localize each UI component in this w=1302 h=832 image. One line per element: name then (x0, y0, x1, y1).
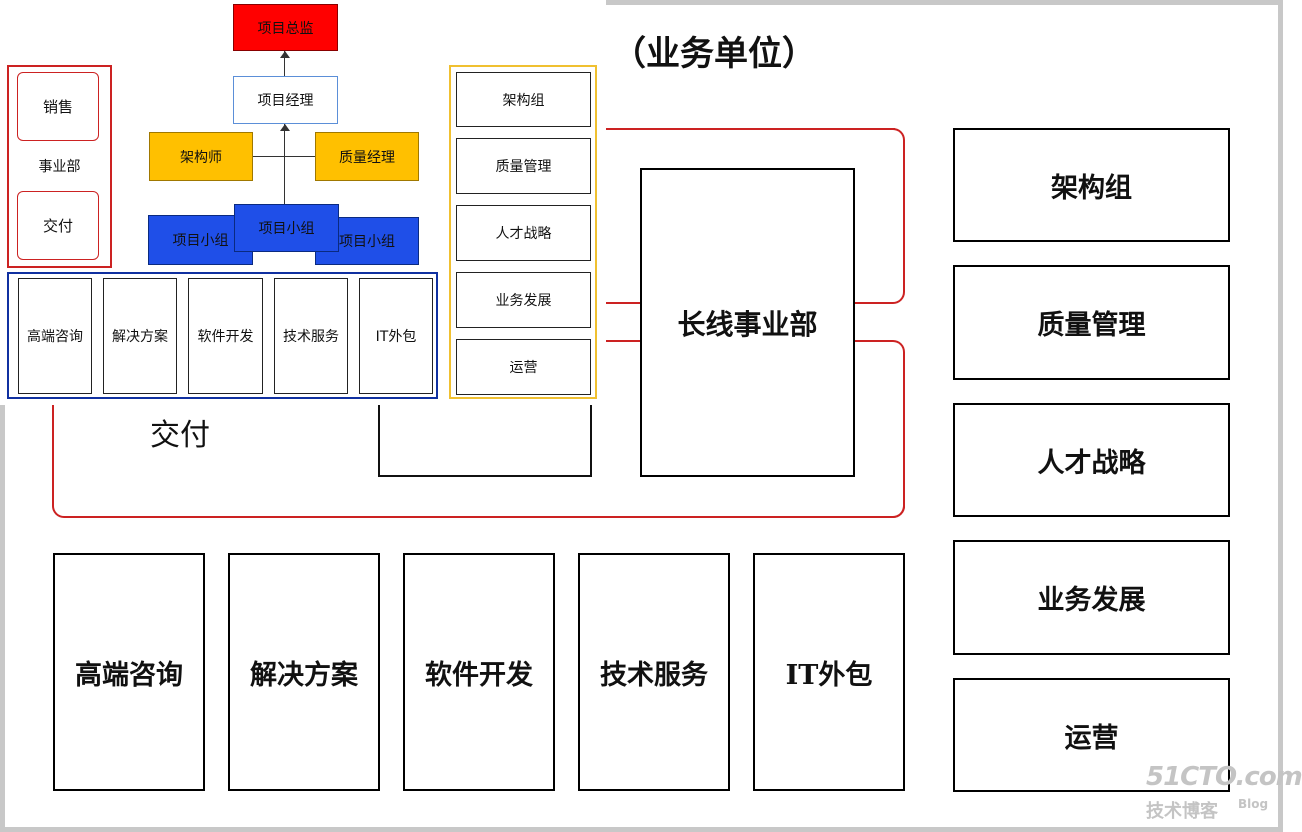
service-box-it-outsourcing: IT外包 (753, 553, 905, 791)
watermark-sub: 技术博客 (1146, 801, 1218, 822)
division-frame (7, 65, 112, 268)
inset-service-box: 软件开发 (188, 278, 263, 394)
inset-service-box: 技术服务 (274, 278, 348, 394)
org-manager-box: 项目经理 (233, 76, 338, 124)
org-director-box: 项目总监 (233, 4, 338, 51)
inset-function-box: 架构组 (456, 72, 591, 127)
division-sales-box: 销售 (17, 72, 99, 141)
page-title: （业务单位） (612, 34, 816, 74)
long-line-division-box: 长线事业部 (640, 168, 855, 477)
outer-frame-top (606, 0, 1283, 5)
org-architect-box: 架构师 (149, 132, 253, 181)
service-box-software-dev: 软件开发 (403, 553, 555, 791)
org-connector (253, 156, 315, 157)
delivery-label: 交付 (150, 418, 210, 453)
inset-function-box: 质量管理 (456, 138, 591, 194)
function-bracket (378, 395, 592, 477)
division-label: 事业部 (38, 159, 81, 175)
service-box-tech-services: 技术服务 (578, 553, 730, 791)
function-box-operations: 运营 (953, 678, 1230, 792)
functions-frame (449, 65, 597, 399)
inset-function-box: 业务发展 (456, 272, 591, 328)
service-box-solutions: 解决方案 (228, 553, 380, 791)
org-quality-manager-box: 质量经理 (315, 132, 419, 181)
org-arrow-icon (280, 124, 290, 131)
outer-frame-left (0, 405, 5, 832)
inset-service-box: 高端咨询 (18, 278, 92, 394)
function-box-business-dev: 业务发展 (953, 540, 1230, 655)
org-connector (284, 51, 285, 76)
org-connector (284, 124, 285, 204)
watermark-site: 51CTO.com (1146, 762, 1302, 792)
org-arrow-icon (280, 51, 290, 58)
inset-service-box: IT外包 (359, 278, 433, 394)
inset-function-box: 运营 (456, 339, 591, 395)
watermark-blog: Blog (1238, 797, 1269, 811)
inset-function-box: 人才战略 (456, 205, 591, 261)
inset-diagram: 项目总监 项目经理 架构师 质量经理 项目小组 项目小组 项目小组 销售 事业部… (0, 0, 606, 405)
function-box-quality: 质量管理 (953, 265, 1230, 380)
function-box-architecture: 架构组 (953, 128, 1230, 242)
service-box-consulting: 高端咨询 (53, 553, 205, 791)
function-box-talent: 人才战略 (953, 403, 1230, 517)
inset-service-box: 解决方案 (103, 278, 177, 394)
org-team-box: 项目小组 (234, 204, 339, 252)
service-lines-frame (7, 272, 438, 399)
division-delivery-box: 交付 (17, 191, 99, 260)
